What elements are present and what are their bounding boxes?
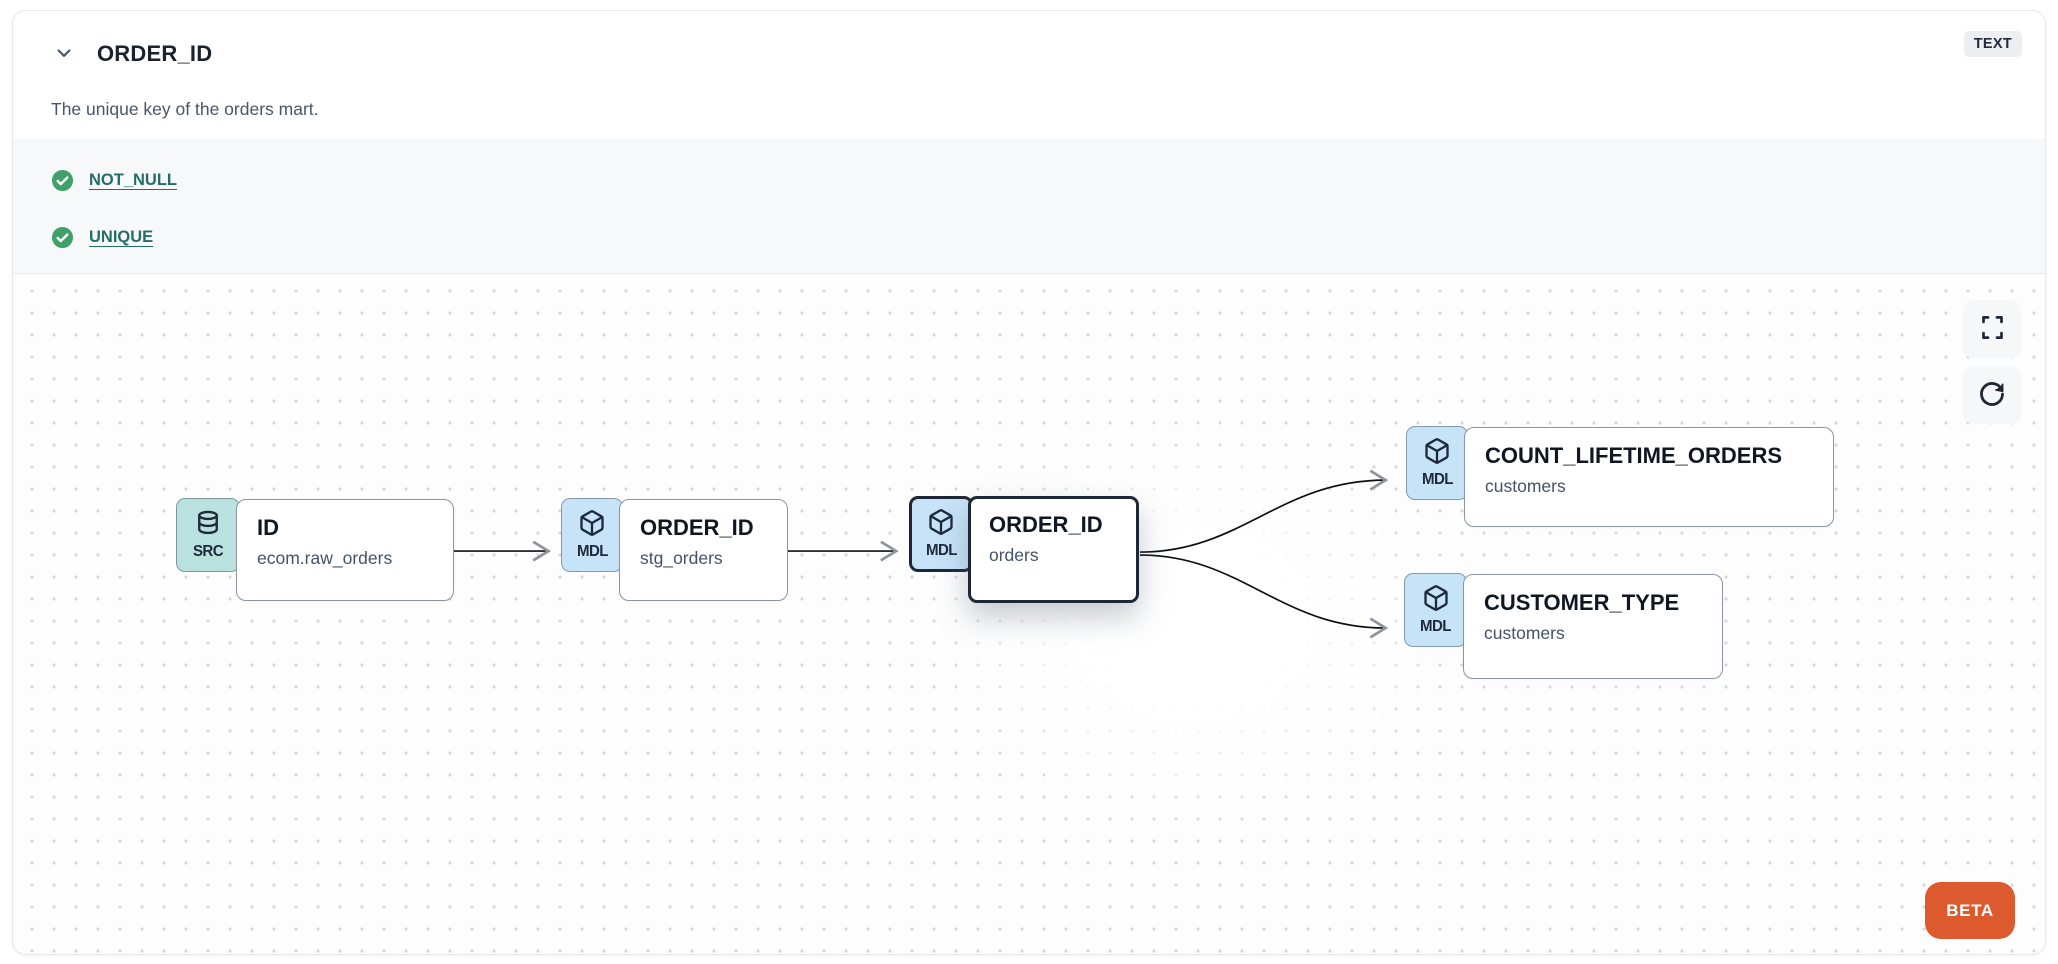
column-title: ORDER_ID	[97, 41, 213, 66]
lineage-canvas[interactable]: SRC ID ecom.raw_orders MDL ORDER_ID stg_…	[13, 274, 2045, 954]
refresh-icon	[1978, 380, 2006, 411]
node-subtitle: customers	[1484, 623, 1565, 643]
cube-icon	[1423, 437, 1451, 470]
check-circle-icon	[51, 169, 74, 192]
node-subtitle: orders	[989, 545, 1039, 565]
column-details-panel: ORDER_ID The unique key of the orders ma…	[12, 10, 2046, 955]
node-badge-mdl: MDL	[561, 498, 623, 572]
node-badge-mdl-selected: MDL	[909, 496, 973, 572]
node-subtitle: ecom.raw_orders	[257, 548, 393, 568]
node-title: CUSTOMER_TYPE	[1484, 590, 1680, 615]
node-badge-src: SRC	[176, 498, 240, 572]
database-icon	[194, 509, 222, 542]
test-row: UNIQUE	[51, 215, 2045, 259]
lineage-node-orderid-orders-selected[interactable]: ORDER_ID orders	[968, 496, 1139, 603]
node-title: ORDER_ID	[640, 515, 754, 540]
lineage-node-orderid-stg-orders[interactable]: ORDER_ID stg_orders	[619, 499, 788, 601]
node-badge-mdl: MDL	[1404, 573, 1467, 647]
fullscreen-icon	[1979, 314, 2006, 344]
tests-section: NOT_NULL UNIQUE	[13, 138, 2045, 274]
cube-icon	[1422, 584, 1450, 617]
chevron-down-icon	[54, 43, 74, 66]
node-title: ORDER_ID	[989, 512, 1103, 537]
test-link-unique[interactable]: UNIQUE	[89, 227, 154, 246]
cube-icon	[927, 508, 955, 541]
canvas-controls	[1963, 300, 2021, 424]
node-title: ID	[257, 515, 279, 540]
test-link-not-null[interactable]: NOT_NULL	[89, 170, 177, 189]
test-row: NOT_NULL	[51, 158, 2045, 202]
lineage-node-id-raw-orders[interactable]: ID ecom.raw_orders	[236, 499, 454, 601]
column-header: ORDER_ID The unique key of the orders ma…	[13, 11, 2045, 138]
fullscreen-button[interactable]	[1963, 300, 2021, 358]
lineage-edges	[453, 469, 1389, 639]
data-type-badge: TEXT	[1963, 31, 2022, 57]
node-subtitle: stg_orders	[640, 548, 723, 568]
node-title: COUNT_LIFETIME_ORDERS	[1485, 443, 1783, 468]
cube-icon	[578, 509, 606, 542]
selected-node-glow	[933, 414, 1453, 834]
collapse-button[interactable]	[51, 41, 77, 67]
column-description: The unique key of the orders mart.	[51, 99, 319, 119]
lineage-node-count-lifetime-orders[interactable]: COUNT_LIFETIME_ORDERS customers	[1464, 427, 1834, 527]
node-subtitle: customers	[1485, 476, 1566, 496]
beta-badge: BETA	[1925, 882, 2015, 939]
check-circle-icon	[51, 226, 74, 249]
node-badge-mdl: MDL	[1406, 426, 1468, 500]
lineage-node-customer-type[interactable]: CUSTOMER_TYPE customers	[1463, 574, 1723, 679]
refresh-button[interactable]	[1963, 366, 2021, 424]
